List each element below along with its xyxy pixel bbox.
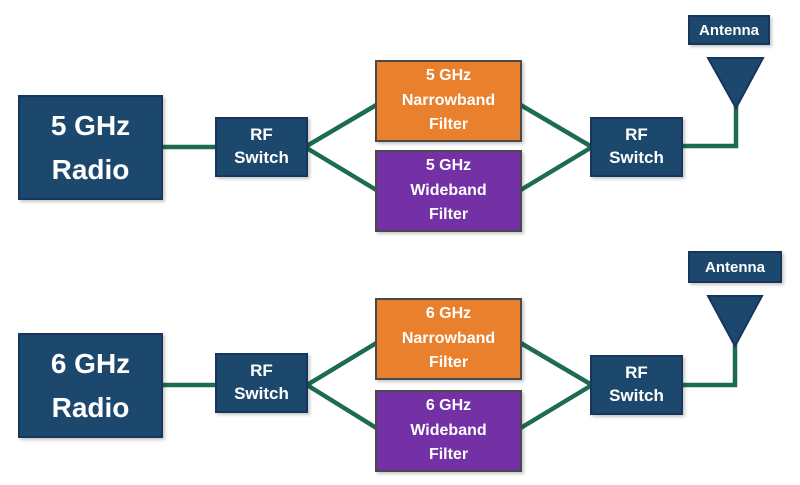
antenna-icon [706,57,765,111]
connector-narrowband-switch-5ghz [517,102,594,149]
connector-switch-antenna-6ghz [680,342,738,388]
rf-switch-label-line1: RF [250,125,273,145]
wideband-filter-label-line3: Filter [428,446,469,464]
antenna-label-5ghz: Antenna [688,15,770,45]
radio-6ghz-label-line2: Radio [51,391,130,423]
wideband-filter-label-line3: Filter [428,206,469,224]
connector-switch-narrowband-6ghz [305,340,380,387]
narrowband-filter-label-line2: Narrowband [401,329,496,347]
rf-switch-input-6ghz-node: RF Switch [215,353,308,413]
radio-5ghz-label-line2: Radio [51,153,130,185]
narrowband-filter-label-line1: 5 GHz [425,66,472,84]
connector-narrowband-switch-6ghz [517,340,594,387]
radio-6ghz-label-line1: 6 GHz [50,348,131,380]
rf-switch-output-6ghz-node: RF Switch [590,355,683,415]
connector-switch-antenna-5ghz [680,104,739,149]
antenna-icon [706,295,764,349]
rf-switch-label-line2: Switch [234,384,289,403]
radio-5ghz-label-line1: 5 GHz [50,110,131,142]
narrowband-filter-label-line3: Filter [428,354,469,372]
rf-switch-label-line2: Switch [609,148,664,167]
wideband-filter-5ghz-node: 5 GHz Wideband Filter [375,150,522,232]
narrowband-filter-label-line2: Narrowband [401,91,496,109]
rf-switch-output-5ghz-node: RF Switch [590,117,683,177]
connector-switch-wideband-5ghz [303,145,380,193]
narrowband-filter-5ghz-node: 5 GHz Narrowband Filter [375,60,522,142]
rf-switch-label-line2: Switch [234,148,289,167]
antenna-label-text: Antenna [699,21,759,39]
rf-switch-label-line1: RF [625,125,648,145]
connector-switch-narrowband-5ghz [303,102,380,149]
wideband-filter-label-line1: 5 GHz [425,156,472,174]
narrowband-filter-6ghz-node: 6 GHz Narrowband Filter [375,298,522,380]
rf-switch-label-line1: RF [625,363,648,383]
narrowband-filter-label-line3: Filter [428,116,469,134]
antenna-label-text: Antenna [705,258,765,276]
wideband-filter-6ghz-node: 6 GHz Wideband Filter [375,390,522,472]
connector-wideband-switch-6ghz [517,383,594,431]
connector-switch-wideband-6ghz [305,383,380,431]
antenna-label-6ghz: Antenna [688,251,782,283]
wideband-filter-label-line2: Wideband [410,421,487,439]
connector-wideband-switch-5ghz [517,145,594,193]
radio-6ghz-node: 6 GHz Radio [18,333,163,438]
radio-5ghz-node: 5 GHz Radio [18,95,163,200]
rf-switch-input-5ghz-node: RF Switch [215,117,308,177]
rf-switch-label-line2: Switch [609,386,664,405]
wideband-filter-label-line2: Wideband [410,181,487,199]
rf-switch-label-line1: RF [250,361,273,381]
wideband-filter-label-line1: 6 GHz [425,396,472,414]
narrowband-filter-label-line1: 6 GHz [425,304,472,322]
